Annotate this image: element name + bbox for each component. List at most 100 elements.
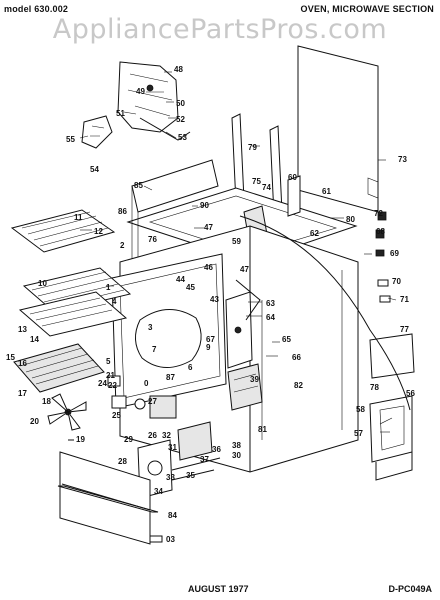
callout: 62: [310, 229, 319, 238]
callout: 29: [124, 435, 133, 444]
callout: 67: [206, 335, 215, 344]
callout: 36: [212, 445, 221, 454]
callout: 4: [112, 297, 117, 306]
callout: 68: [376, 227, 385, 236]
callout: 16: [18, 359, 27, 368]
broiler-pan: [18, 291, 128, 337]
callout: 50: [176, 99, 185, 108]
callout: 55: [66, 135, 75, 144]
callout: 9: [206, 343, 211, 352]
section-title: OVEN, MICROWAVE SECTION: [300, 4, 434, 14]
callout: 34: [154, 487, 163, 496]
callout: 35: [186, 471, 195, 480]
callout: 17: [18, 389, 27, 398]
callout: 14: [30, 335, 39, 344]
callout: 3: [148, 323, 153, 332]
callout: 48: [174, 65, 183, 74]
fan-blade: [47, 393, 87, 441]
callout: 46: [204, 263, 213, 272]
callout: 24: [98, 379, 107, 388]
callout: 28: [118, 457, 127, 466]
model-label: model 630.002: [4, 4, 69, 14]
callout: 60: [288, 173, 297, 182]
callout: 31: [168, 443, 177, 452]
oven-cavity: [111, 253, 261, 409]
callout: 85: [134, 181, 143, 190]
callout: 82: [294, 381, 303, 390]
callout: 27: [148, 397, 157, 406]
oven-rack-lower: [22, 267, 132, 313]
callout: 84: [168, 511, 177, 520]
latch-bracket: [369, 395, 413, 481]
transformer-assembly: [227, 363, 263, 411]
callout: 44: [176, 275, 185, 284]
callout: 47: [204, 223, 213, 232]
callout: 03: [166, 535, 175, 544]
back-panel: [297, 45, 379, 213]
callout: 90: [200, 201, 209, 210]
callout: 38: [232, 441, 241, 450]
callout: 74: [262, 183, 271, 192]
callout: 0: [144, 379, 149, 388]
callout: 25: [112, 411, 121, 420]
callout: 22: [108, 381, 117, 390]
small-controls: [107, 375, 177, 419]
callout: 37: [200, 455, 209, 464]
callout: 12: [94, 227, 103, 236]
callout: 30: [232, 451, 241, 460]
shield-plate-78: [369, 333, 415, 379]
watermark: AppliancePartsPros.com: [52, 14, 388, 45]
callout: 6: [188, 363, 193, 372]
callout: 18: [42, 397, 51, 406]
part-55-switch: [81, 115, 113, 149]
callout: 75: [252, 177, 261, 186]
callout: 78: [370, 383, 379, 392]
callout: 2: [120, 241, 125, 250]
small-hardware: [375, 211, 391, 303]
print-date: AUGUST 1977: [188, 584, 249, 594]
callout: 64: [266, 313, 275, 322]
callout: 15: [6, 353, 15, 362]
door-panel: [57, 451, 163, 545]
callout-labels: 48 49 50 51 52 53 55 54 79 73 85 86 90 7…: [6, 65, 415, 544]
callout: 66: [292, 353, 301, 362]
callout: 21: [106, 371, 115, 380]
callout: 33: [166, 473, 175, 482]
callout: 71: [400, 295, 409, 304]
top-bracket-assembly: [117, 61, 191, 141]
callout: 70: [392, 277, 401, 286]
callout: 73: [398, 155, 407, 164]
callout: 10: [38, 279, 47, 288]
drawing-code: D-PC049A: [388, 584, 432, 594]
callout: 58: [356, 405, 365, 414]
callout: 32: [162, 431, 171, 440]
callout: 43: [210, 295, 219, 304]
callout: 52: [176, 115, 185, 124]
callout: 63: [266, 299, 275, 308]
callout: 65: [282, 335, 291, 344]
callout: 56: [406, 389, 415, 398]
callout: 20: [30, 417, 39, 426]
callout: 53: [178, 133, 187, 142]
callout: 39: [250, 375, 259, 384]
callout: 77: [400, 325, 409, 334]
callout: 7: [152, 345, 157, 354]
callout: 51: [116, 109, 125, 118]
callout: 87: [166, 373, 175, 382]
door-cable: [239, 215, 411, 411]
callout: 49: [136, 87, 145, 96]
callout: 81: [258, 425, 267, 434]
callout: 13: [18, 325, 27, 334]
callout: 72: [374, 209, 383, 218]
callout: 76: [148, 235, 157, 244]
callout: 19: [76, 435, 85, 444]
callout: 79: [248, 143, 257, 152]
oven-rack-upper: [10, 209, 116, 253]
callout: 5: [106, 357, 111, 366]
callout: 59: [232, 237, 241, 246]
callout: 54: [90, 165, 99, 174]
callout: 80: [346, 215, 355, 224]
callout: 57: [354, 429, 363, 438]
callout: 47: [240, 265, 249, 274]
